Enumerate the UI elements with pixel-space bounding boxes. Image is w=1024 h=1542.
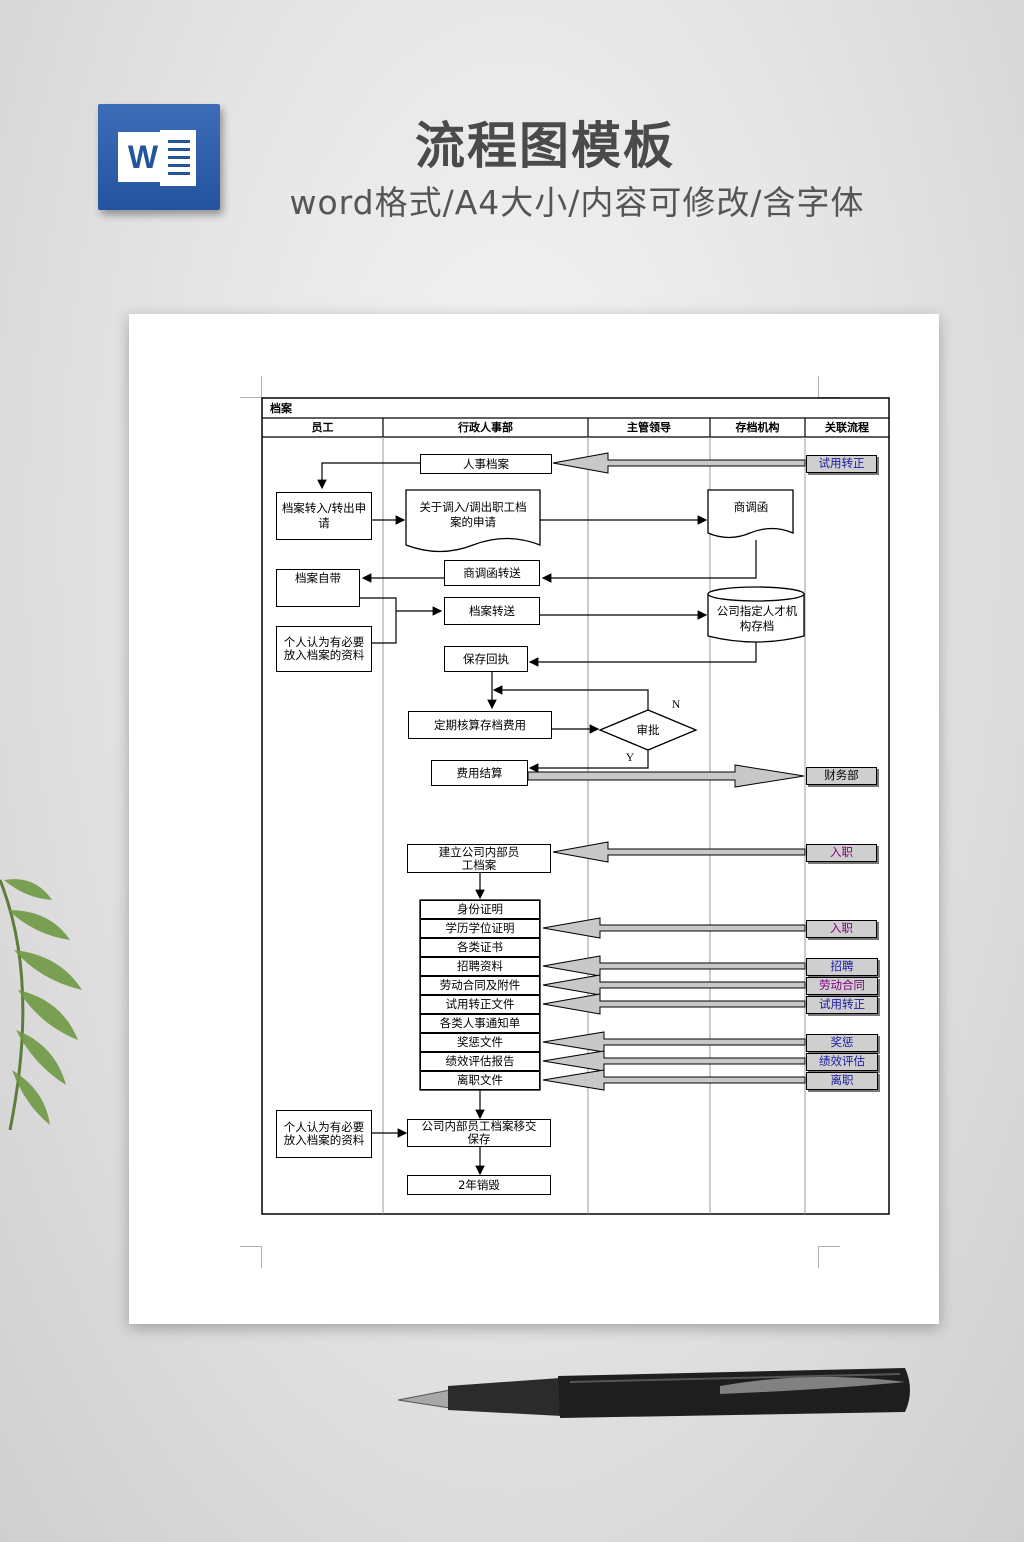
- node-transfer-letter: 商调函: [733, 500, 769, 514]
- node-letter-forward: 商调函转送: [444, 560, 540, 586]
- related-labor-contract[interactable]: 劳动合同: [806, 977, 878, 995]
- list-item-certificates: 各类证书: [420, 938, 540, 957]
- label-yes: Y: [625, 752, 635, 764]
- list-item-performance: 绩效评估报告: [420, 1052, 540, 1071]
- related-finance[interactable]: 财务部: [806, 767, 877, 785]
- node-destroy: 2年销毁: [407, 1175, 551, 1195]
- list-item-notices: 各类人事通知单: [420, 1014, 540, 1033]
- related-performance[interactable]: 绩效评估: [806, 1053, 878, 1071]
- pen-icon: [397, 1368, 910, 1418]
- related-onboarding[interactable]: 入职: [806, 844, 877, 862]
- node-transfer-application-doc: 关于调入/调出职工档案的申请: [419, 500, 527, 529]
- node-personal-materials: 个人认为有必要放入档案的资料: [276, 626, 372, 672]
- crop-mark: [240, 1246, 262, 1268]
- node-fee-check: 定期核算存档费用: [408, 711, 552, 739]
- node-fee-settlement: 费用结算: [431, 760, 528, 786]
- list-item-contract: 劳动合同及附件: [420, 976, 540, 995]
- node-archive-storage: 公司指定人才机构存档: [716, 604, 798, 633]
- list-item-resignation: 离职文件: [420, 1071, 540, 1090]
- node-approval: 审批: [636, 723, 660, 737]
- column-header-employee: 员工: [311, 421, 334, 434]
- node-receipt: 保存回执: [444, 646, 528, 672]
- plant-leaf-icon: [0, 879, 82, 1131]
- column-header-supervisor: 主管领导: [627, 421, 671, 434]
- node-internal-archive: 公司内部员工档案移交保存: [407, 1119, 551, 1147]
- crop-mark: [818, 1246, 840, 1268]
- document-page: [129, 314, 939, 1324]
- column-header-related: 关联流程: [825, 421, 869, 434]
- node-self-carry: 档案自带: [276, 569, 360, 607]
- page-title: 流程图模板: [415, 117, 675, 175]
- related-probation-2[interactable]: 试用转正: [806, 996, 878, 1014]
- related-probation[interactable]: 试用转正: [806, 455, 877, 473]
- node-create-archive: 建立公司内部员工档案: [407, 844, 551, 873]
- list-item-recruitment: 招聘资料: [420, 957, 540, 976]
- crop-mark: [240, 376, 262, 398]
- column-header-archive: 存档机构: [735, 421, 780, 434]
- related-recruitment[interactable]: 招聘: [806, 958, 878, 976]
- node-archive-forward: 档案转送: [444, 597, 540, 625]
- node-personnel-archive: 人事档案: [420, 454, 552, 474]
- list-item-education: 学历学位证明: [420, 919, 540, 938]
- flowchart-title: 档案: [270, 402, 292, 415]
- column-header-hr: 行政人事部: [458, 421, 513, 434]
- page-subtitle: word格式/A4大小/内容可修改/含字体: [289, 183, 865, 222]
- word-letter: W: [118, 132, 168, 182]
- related-resignation[interactable]: 离职: [806, 1072, 878, 1090]
- word-icon: W: [98, 104, 220, 210]
- list-item-id: 身份证明: [420, 900, 540, 919]
- related-rewards[interactable]: 奖惩: [806, 1034, 878, 1052]
- list-item-probation: 试用转正文件: [420, 995, 540, 1014]
- label-no: N: [671, 699, 681, 711]
- related-onboarding-2[interactable]: 入职: [806, 920, 877, 938]
- node-personal-materials-2: 个人认为有必要放入档案的资料: [276, 1110, 372, 1158]
- node-transfer-request: 档案转入/转出申请: [276, 492, 372, 540]
- list-item-rewards: 奖惩文件: [420, 1033, 540, 1052]
